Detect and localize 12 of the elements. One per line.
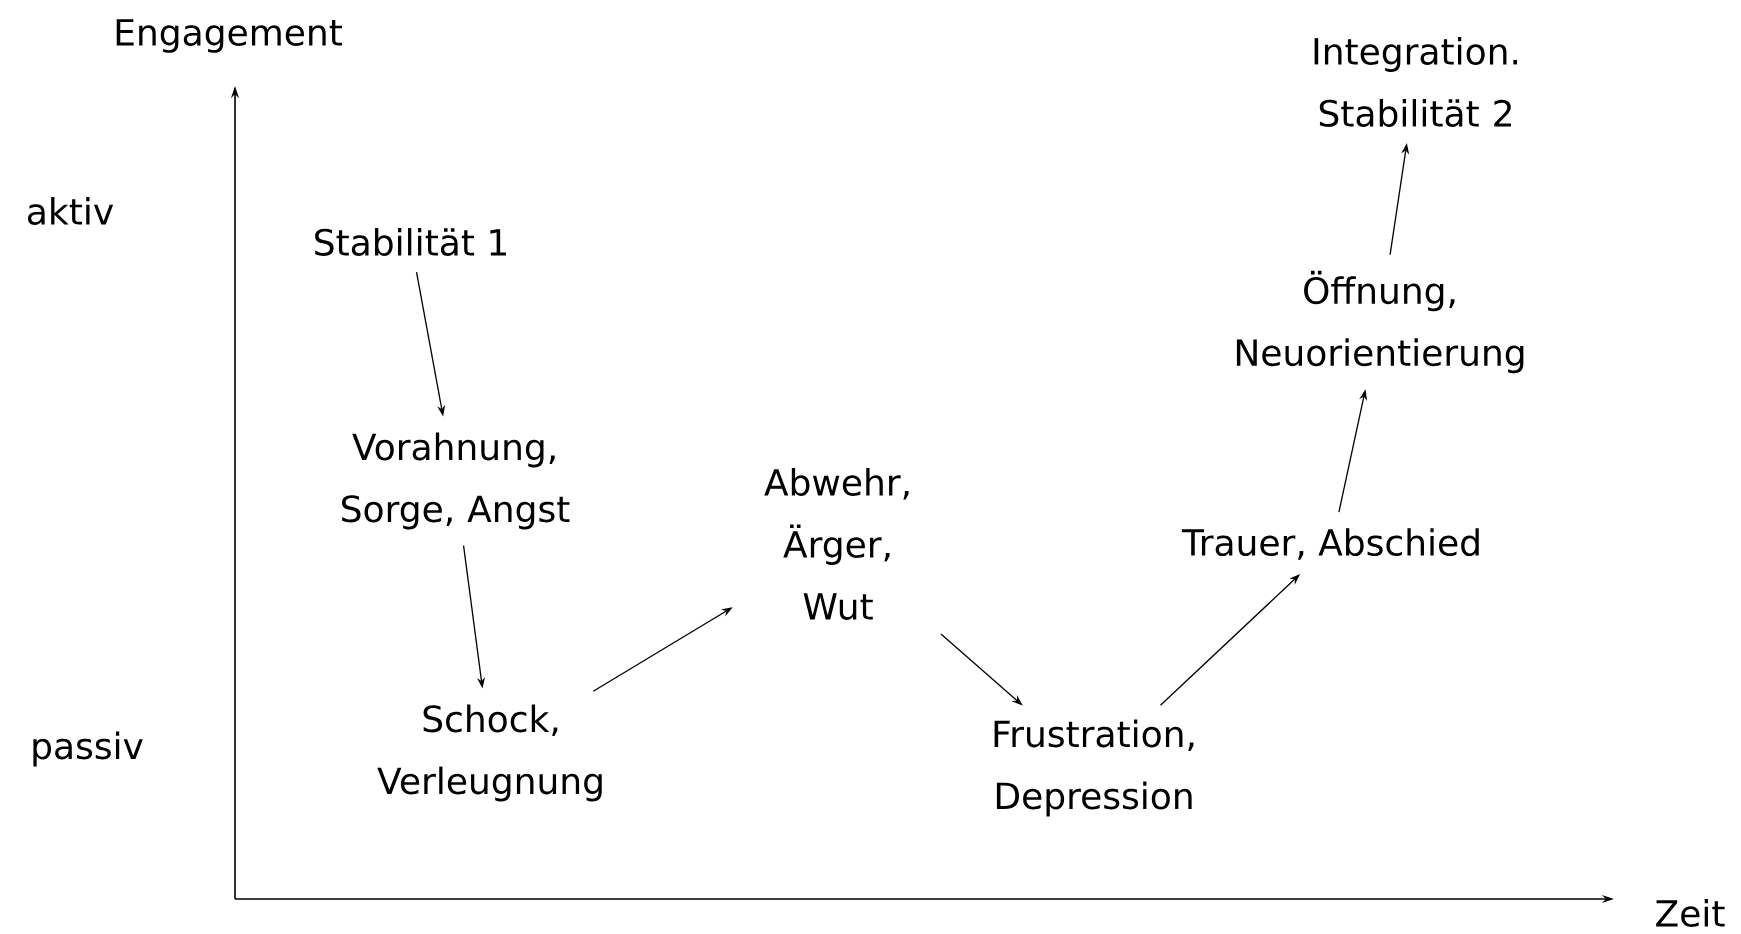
stage-label: Trauer, Abschied [1181,528,1479,560]
axis-label: Engagement [116,19,342,53]
axis-label: passiv [33,731,143,767]
axis-label: Zeit [1656,899,1725,927]
stage-label: Öffnung, Neuorientierung [1236,270,1524,374]
stage-label: Integration. Stabilität 2 [1314,37,1518,127]
stage-label: Abwehr, Ärger, Wut [764,468,909,620]
stage-label: Frustration, Depression [994,719,1194,817]
stage-label: Vorahnung, Sorge, Angst [342,432,570,530]
stage-label: Stabilität 1 [315,228,506,256]
axis-label: aktiv [28,197,114,225]
stage-label: Schock, Verleugnung [377,704,602,802]
